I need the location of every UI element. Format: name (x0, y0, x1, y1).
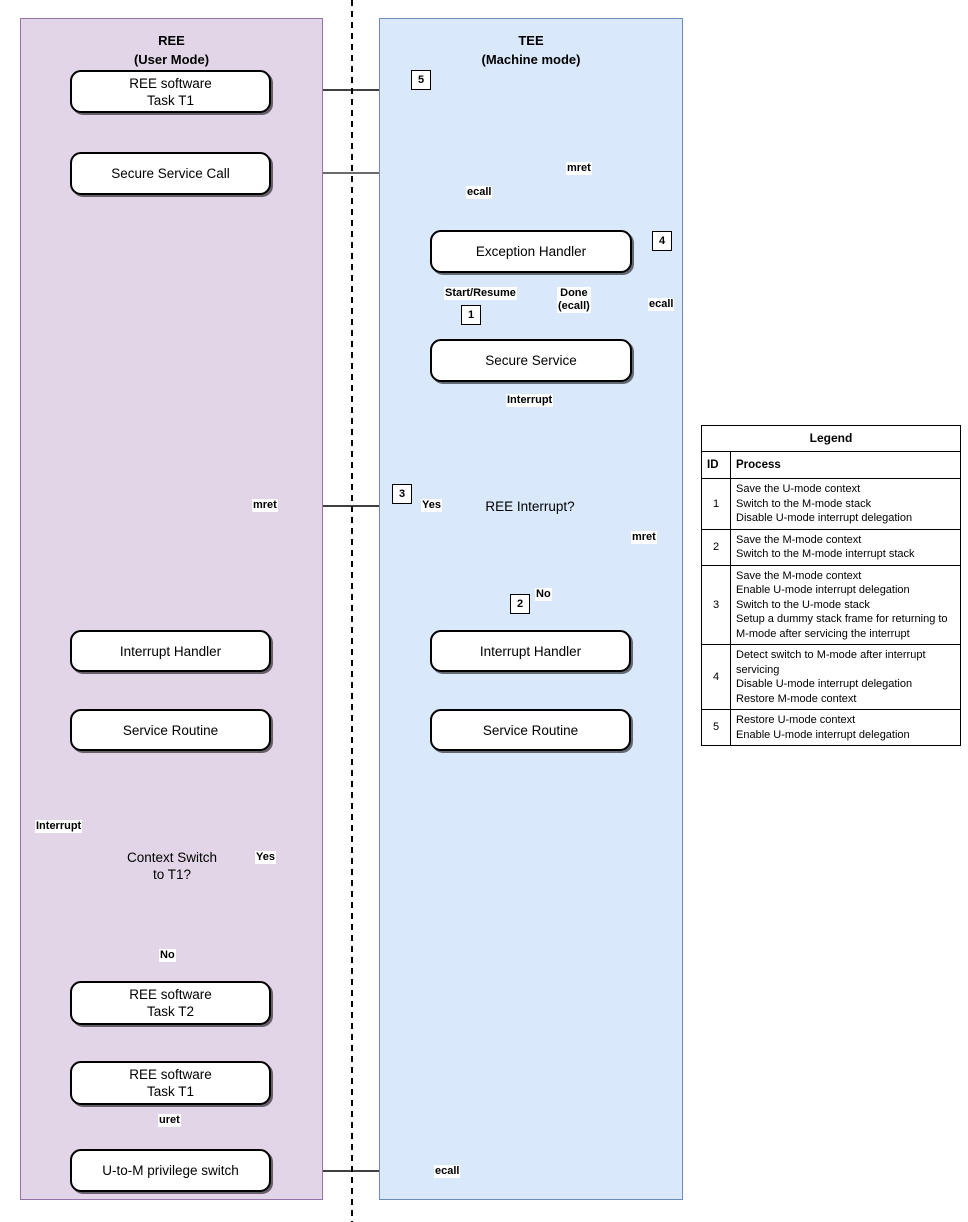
tee-panel: TEE (Machine mode) (379, 18, 683, 1200)
tee-title-main: TEE (518, 33, 544, 48)
edge-label-ecall-right: ecall (648, 298, 675, 311)
ree-title-sub: (User Mode) (133, 52, 210, 67)
step-marker-2: 2 (510, 594, 530, 614)
edge-label-uret: uret (158, 1114, 181, 1127)
tee-title-sub: (Machine mode) (481, 52, 581, 67)
legend-table: Legend ID Process 1 Save the U-mode cont… (701, 425, 961, 746)
node-secure-service[interactable]: Secure Service (430, 339, 632, 382)
edge-label-no-context-switch: No (159, 949, 176, 962)
step-marker-4: 4 (652, 231, 672, 251)
node-ree-service-routine[interactable]: Service Routine (70, 709, 271, 751)
legend-row-id: 5 (701, 709, 731, 746)
edge-label-no-ree-interrupt: No (535, 588, 552, 601)
edge-label-done-ecall: Done(ecall) (557, 287, 591, 313)
legend-title: Legend (701, 425, 961, 452)
node-tee-interrupt-handler[interactable]: Interrupt Handler (430, 630, 631, 672)
step-marker-5: 5 (411, 70, 431, 90)
edge-label-interrupt-loop: Interrupt (35, 820, 83, 833)
edge-label-mret-right: mret (631, 531, 657, 544)
legend-row-id: 1 (701, 478, 731, 530)
edge-label-start-resume: Start/Resume (444, 287, 517, 300)
node-u-to-m-privilege-switch[interactable]: U-to-M privilege switch (70, 1149, 271, 1192)
ree-title-main: REE (158, 33, 185, 48)
legend-row-process: Detect switch to M-mode after interrupt … (730, 644, 961, 710)
step-marker-3: 3 (392, 484, 412, 504)
edge-label-mret-left: mret (252, 499, 278, 512)
legend-row: 4 Detect switch to M-mode after interrup… (701, 644, 961, 710)
node-secure-service-call[interactable]: Secure Service Call (70, 152, 271, 195)
legend-row-id: 3 (701, 564, 731, 645)
edge-label-mret-top: mret (566, 162, 592, 175)
legend-title-row: Legend (701, 425, 961, 452)
edge-label-yes-ree-interrupt: Yes (421, 499, 442, 512)
ree-panel-title: REE (User Mode) (21, 31, 322, 69)
legend-col-process: Process (730, 450, 961, 479)
node-tee-service-routine[interactable]: Service Routine (430, 709, 631, 751)
legend-col-id: ID (701, 450, 731, 479)
step-marker-1: 1 (461, 305, 481, 325)
edge-label-interrupt-tee: Interrupt (506, 394, 554, 407)
legend-row-id: 2 (701, 528, 731, 566)
legend-row-id: 4 (701, 644, 731, 710)
edge-label-ecall-top: ecall (466, 186, 493, 199)
edge-label-yes-context-switch: Yes (255, 851, 276, 864)
legend-header-row: ID Process (701, 450, 961, 479)
edge-label-ecall-bottom: ecall (434, 1165, 461, 1178)
node-ree-interrupt-handler[interactable]: Interrupt Handler (70, 630, 271, 672)
node-exception-handler[interactable]: Exception Handler (430, 230, 632, 273)
tee-panel-title: TEE (Machine mode) (380, 31, 682, 69)
